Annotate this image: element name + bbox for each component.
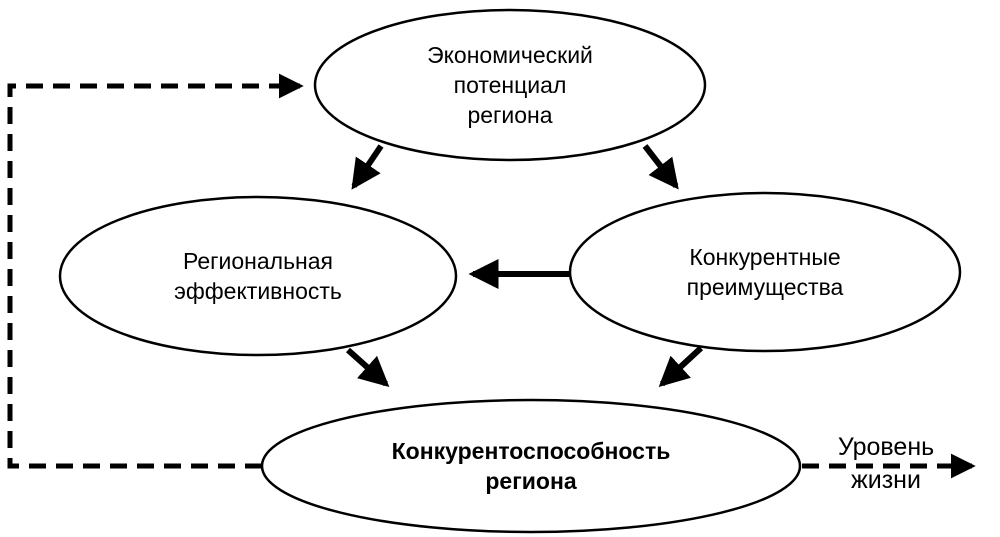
label-line: региона <box>485 468 577 494</box>
feedback-dashed-arrow <box>7 73 304 469</box>
node-competitive-advantages-label: Конкурентные преимущества <box>687 242 844 302</box>
node-region-competitiveness-shape <box>260 398 802 534</box>
output-level-of-life-label: Уровень жизни <box>838 431 934 497</box>
node-regional-efficiency-shape <box>58 195 458 357</box>
label-line: преимущества <box>686 274 844 300</box>
label-line: эффективность <box>174 278 342 304</box>
node-regional-efficiency-label: Региональная эффективность <box>174 246 342 306</box>
label-line: Конкурентные <box>689 244 841 270</box>
label-line: Региональная <box>183 248 333 274</box>
node-economic-potential-shape <box>313 8 707 162</box>
label-line: Уровень <box>837 433 935 461</box>
arrow-economic-to-advantages <box>642 144 679 190</box>
arrow-advantages-to-competitiveness <box>658 345 704 388</box>
label-line: Конкурентоспособность <box>391 438 671 464</box>
label-line: региона <box>467 102 553 128</box>
arrow-efficiency-to-competitiveness <box>345 347 390 388</box>
label-line: Экономический <box>427 42 593 68</box>
label-line: потенциал <box>453 72 567 98</box>
node-economic-potential-label: Экономический потенциал региона <box>427 40 593 130</box>
node-region-competitiveness-label: Конкурентоспособность региона <box>392 436 671 496</box>
arrow-economic-to-efficiency <box>351 144 384 190</box>
label-line: жизни <box>851 466 921 494</box>
